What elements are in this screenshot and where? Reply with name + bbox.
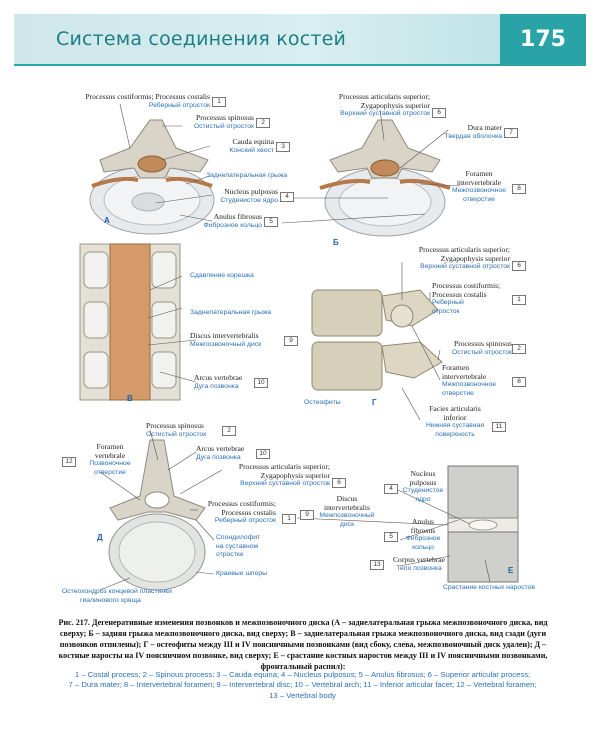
legend-item: 2 – Spinous process; [142, 670, 215, 679]
label-superior-articular-d: Processus articularis superior;Zygapophy… [238, 462, 330, 488]
legend-item: 9 – Intervertebral disc; [216, 680, 293, 690]
legend-item: 11 – Inferior articular facet; [363, 680, 455, 690]
page-header: Система соединения костей 175 [0, 14, 600, 66]
leader-lines [99, 103, 491, 591]
num-1-d: 1 [282, 514, 296, 524]
label-posterolateral-hernia-a: Заднелатеральная грыжа [206, 172, 288, 179]
num-1-a: 1 [212, 97, 226, 107]
num-8-g: 8 [512, 377, 526, 387]
plate-a-letter: А [104, 216, 110, 225]
label-edge-spurs-d: Краевые шпоры [216, 570, 268, 577]
num-10-v: 10 [254, 378, 268, 388]
plate-e-letter: Е [508, 566, 514, 575]
legend-item: 7 – Dura mater; [68, 680, 122, 690]
num-5-a: 5 [264, 217, 278, 227]
num-1-g: 1 [512, 295, 526, 305]
num-4-e: 4 [384, 484, 398, 494]
num-6-d: 6 [332, 478, 346, 488]
num-5-e: 5 [384, 532, 398, 542]
plate-b-illustration [319, 119, 451, 237]
header-band [14, 14, 514, 66]
plate-a-illustration [89, 119, 215, 235]
num-10-d: 10 [256, 449, 270, 459]
label-superior-articular-b: Processus articularis superior;Zygapophy… [338, 92, 430, 118]
page-title: Система соединения костей [56, 28, 347, 50]
legend-item: 5 – Anulus fibrosus; [358, 670, 426, 679]
num-2-a: 2 [256, 118, 270, 128]
num-9-d: 9 [300, 510, 314, 520]
plate-e-illustration [447, 465, 519, 583]
num-8-b: 8 [512, 184, 526, 194]
legend-item: 4 – Nucleus pulposus; [281, 670, 357, 679]
plate-d-illustration [108, 439, 206, 591]
label-costal-process-d: Processus costiformis;Processus costalis… [207, 499, 276, 525]
plate-v-letter: В [127, 394, 133, 403]
label-costal-process-a: Processus costiformis; Processus costali… [85, 92, 210, 109]
plate-g-letter: Г [372, 398, 377, 407]
legend-item: 12 – Vertebral foramen; [456, 680, 537, 690]
label-superior-articular-g: Processus articularis superior;Zygapophy… [418, 245, 510, 271]
legend-item: 1 – Costal process; [74, 670, 141, 679]
num-13-e: 13 [370, 560, 384, 570]
legend-item: 13 – Vertebral body [269, 690, 336, 700]
caption-text: Рис. 217. Дегенеративные изменения позво… [58, 618, 548, 671]
plate-v-illustration [79, 243, 181, 401]
label-costal-process-g: Processus costiformis;Processus costalis… [432, 281, 501, 315]
num-6-g: 6 [512, 261, 526, 271]
num-6-b: 6 [432, 108, 446, 118]
plate-b-letter: Б [333, 238, 339, 247]
figure-legend: 1 – Costal process; 2 – Spinous process;… [30, 670, 575, 701]
num-12-d: 12 [62, 457, 76, 467]
num-2-g: 2 [512, 344, 526, 354]
num-9-v: 9 [284, 336, 298, 346]
label-root-compression-v: Сдавление корешка [190, 272, 254, 279]
page-number: 175 [500, 14, 586, 66]
figure-caption: Рис. 217. Дегенеративные изменения позво… [48, 617, 558, 672]
label-bone-fusion-e: Срастание костных наростов [442, 584, 536, 591]
num-2-d: 2 [222, 426, 236, 436]
plate-g-illustration [311, 289, 443, 391]
num-7-b: 7 [504, 128, 518, 138]
label-posterolateral-hernia-v: Заднелатеральная грыжа [190, 309, 272, 316]
label-osteophytes-g: Остеофиты [304, 399, 341, 406]
num-3-a: 3 [276, 142, 290, 152]
num-4-a: 4 [280, 192, 294, 202]
plate-d-letter: Д [97, 533, 103, 542]
legend-item: 10 – Vertebral arch; [294, 680, 362, 690]
num-11-g: 11 [492, 422, 506, 432]
legend-item: 3 – Cauda equina; [216, 670, 280, 679]
legend-item: 6 – Superior articular process; [427, 670, 531, 679]
legend-item: 8 – Intervertebral foramen; [123, 680, 215, 690]
